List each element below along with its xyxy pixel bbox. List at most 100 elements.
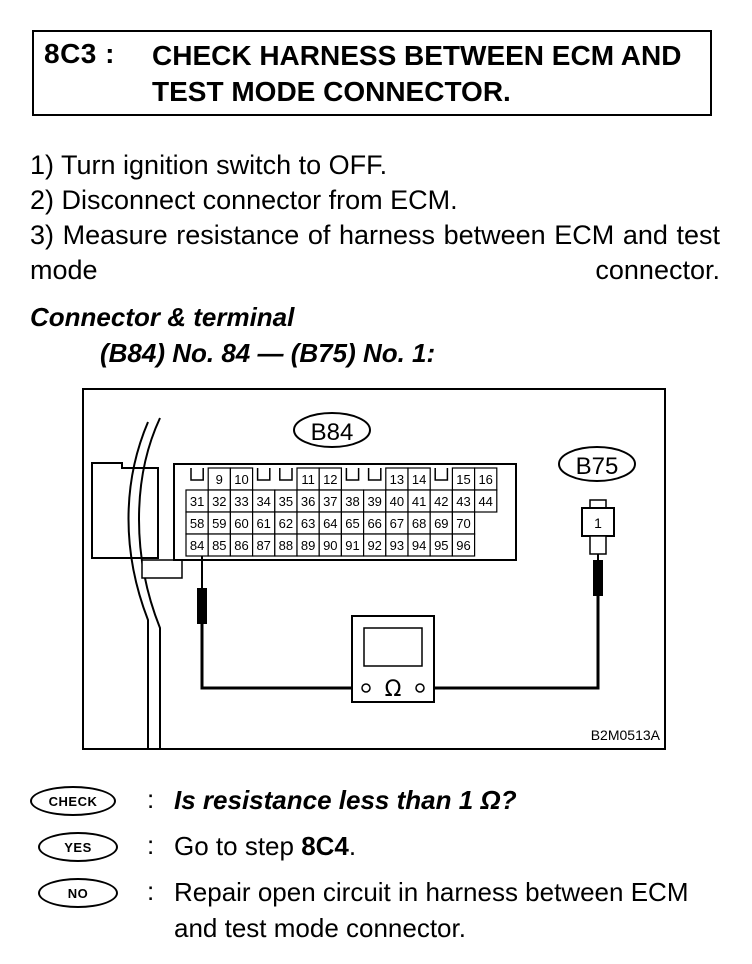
ecm-terminal-number: 36 xyxy=(301,494,315,509)
ecm-terminal-number: 88 xyxy=(279,538,293,553)
connector-heading: Connector & terminal xyxy=(30,302,295,332)
wiring-diagram: 9 10 11 12 13 14 15 16 31 32 33 34 35 36 37 38 39 40 41 42 4… xyxy=(82,388,666,750)
procedure-steps: 1) Turn ignition switch to OFF. 2) Disco… xyxy=(30,148,720,288)
test-connector-body xyxy=(581,507,615,537)
ecm-terminal-cell xyxy=(474,489,498,513)
ecm-bracket xyxy=(141,559,183,579)
ecm-terminal-number: 94 xyxy=(412,538,426,553)
ecm-terminal-number: 9 xyxy=(216,472,223,487)
ohmmeter-terminal-left xyxy=(361,683,371,693)
ecm-key-notch xyxy=(367,468,382,481)
diagram-frame xyxy=(82,388,666,750)
test-probe-lead xyxy=(434,596,600,690)
ecm-key-notch xyxy=(190,468,204,481)
wiring-diagram-svg: 9 10 11 12 13 14 15 16 31 32 33 34 35 36 37 38 39 40 41 42 4… xyxy=(82,388,666,750)
ecm-terminal-number: 66 xyxy=(367,516,381,531)
procedure-step-2: 2) Disconnect connector from ECM. xyxy=(30,185,458,215)
ecm-terminal-number: 62 xyxy=(279,516,293,531)
step-header: 8C3 : CHECK HARNESS BETWEEN ECM AND TEST… xyxy=(32,30,712,116)
ecm-terminal-number: 58 xyxy=(190,516,204,531)
ecm-terminal-number: 84 xyxy=(190,538,204,553)
ecm-terminal-number: 41 xyxy=(412,494,426,509)
ecm-terminal-number: 11 xyxy=(301,472,315,487)
ecm-terminal-grid: 9 10 11 12 13 14 15 16 31 32 33 34 35 36 37 38 39 40 41 42 4… xyxy=(185,467,498,557)
ecm-key-notch xyxy=(256,468,271,481)
ecm-terminal-number: 44 xyxy=(478,494,492,509)
test-connector-label: B75 xyxy=(576,453,619,480)
ecm-terminal-number: 87 xyxy=(256,538,270,553)
ecm-probe-handle xyxy=(197,588,207,624)
ecm-terminal-number: 32 xyxy=(212,494,226,509)
ecm-terminal-number: 13 xyxy=(390,472,404,487)
ecm-terminal-number: 89 xyxy=(301,538,315,553)
connector-detail: (B84) No. 84 — (B75) No. 1: xyxy=(100,338,436,368)
ecm-terminal-number: 64 xyxy=(323,516,337,531)
yes-answer: Go to step 8C4. xyxy=(174,828,720,864)
ecm-terminal-number: 63 xyxy=(301,516,315,531)
ecm-terminal-number: 31 xyxy=(190,494,204,509)
ecm-terminal-number: 12 xyxy=(323,472,337,487)
ecm-terminal-number: 90 xyxy=(323,538,337,553)
no-colon: : xyxy=(147,876,155,906)
ecm-terminal-number: 43 xyxy=(456,494,470,509)
ecm-housing xyxy=(91,462,159,559)
ecm-terminal-number: 91 xyxy=(345,538,359,553)
ecm-terminal-number: 35 xyxy=(279,494,293,509)
yes-answer-step: 8C4 xyxy=(301,831,349,861)
ecm-key-notch xyxy=(434,468,449,481)
ecm-terminal-number: 85 xyxy=(212,538,226,553)
ecm-terminal-number: 34 xyxy=(256,494,270,509)
no-badge: NO xyxy=(38,878,118,908)
harness-curve-2 xyxy=(127,421,149,750)
yes-answer-suffix: . xyxy=(348,831,357,861)
ecm-terminal-number: 15 xyxy=(456,472,470,487)
test-connector-label-outline xyxy=(558,446,636,482)
ecm-terminal-number: 95 xyxy=(434,538,448,553)
ecm-terminal-number: 68 xyxy=(412,516,426,531)
no-answer: Repair open circuit in harness between E… xyxy=(174,877,689,943)
ecm-terminal-number: 37 xyxy=(323,494,337,509)
ecm-terminal-number: 16 xyxy=(478,472,492,487)
yes-badge: YES xyxy=(38,832,118,862)
test-connector-pin xyxy=(589,535,607,555)
ecm-terminal-number: 38 xyxy=(345,494,359,509)
check-badge: CHECK xyxy=(30,786,116,816)
step-id: 8C3 : xyxy=(44,38,115,69)
harness-curve-1 xyxy=(138,417,161,750)
ecm-terminal-number: 33 xyxy=(234,494,248,509)
check-colon: : xyxy=(147,784,155,814)
ecm-connector-label-outline xyxy=(293,412,371,448)
ecm-terminal-number: 92 xyxy=(367,538,381,553)
ohmmeter-display xyxy=(363,627,423,667)
ecm-terminal-number: 96 xyxy=(456,538,470,553)
ecm-terminal-number: 70 xyxy=(456,516,470,531)
ecm-terminal-number: 39 xyxy=(367,494,381,509)
test-probe-handle xyxy=(593,560,603,596)
ohmmeter-symbol: Ω xyxy=(385,677,402,702)
procedure-step-3: 3) Measure resistance of harness between… xyxy=(30,220,720,285)
ecm-terminal-number: 40 xyxy=(390,494,404,509)
ecm-terminal-number: 65 xyxy=(345,516,359,531)
ecm-terminal-number: 59 xyxy=(212,516,226,531)
ecm-terminal-number: 67 xyxy=(390,516,404,531)
check-question: Is resistance less than 1 Ω? xyxy=(174,785,517,815)
ecm-key-notch xyxy=(279,468,293,481)
ecm-terminal-number: 42 xyxy=(434,494,448,509)
ecm-terminal-number: 14 xyxy=(412,472,426,487)
yes-answer-prefix: Go to step xyxy=(174,831,302,861)
figure-code: B2M0513A xyxy=(591,727,661,743)
yes-colon: : xyxy=(147,830,155,860)
ecm-key-notch xyxy=(345,468,360,481)
ecm-probe-lead xyxy=(200,624,352,690)
ecm-terminal-number: 61 xyxy=(256,516,270,531)
ecm-terminal-number: 93 xyxy=(390,538,404,553)
ecm-terminal-cell xyxy=(451,533,476,557)
step-title: CHECK HARNESS BETWEEN ECM AND TEST MODE … xyxy=(152,40,682,107)
ecm-terminal-number: 60 xyxy=(234,516,248,531)
ecm-terminal-number: 10 xyxy=(234,472,248,487)
test-connector-pin-label: 1 xyxy=(594,515,602,531)
procedure-step-1: 1) Turn ignition switch to OFF. xyxy=(30,150,388,180)
ohmmeter-terminal-right xyxy=(415,683,425,693)
ecm-terminal-number: 69 xyxy=(434,516,448,531)
ecm-connector-label: B84 xyxy=(311,419,354,446)
